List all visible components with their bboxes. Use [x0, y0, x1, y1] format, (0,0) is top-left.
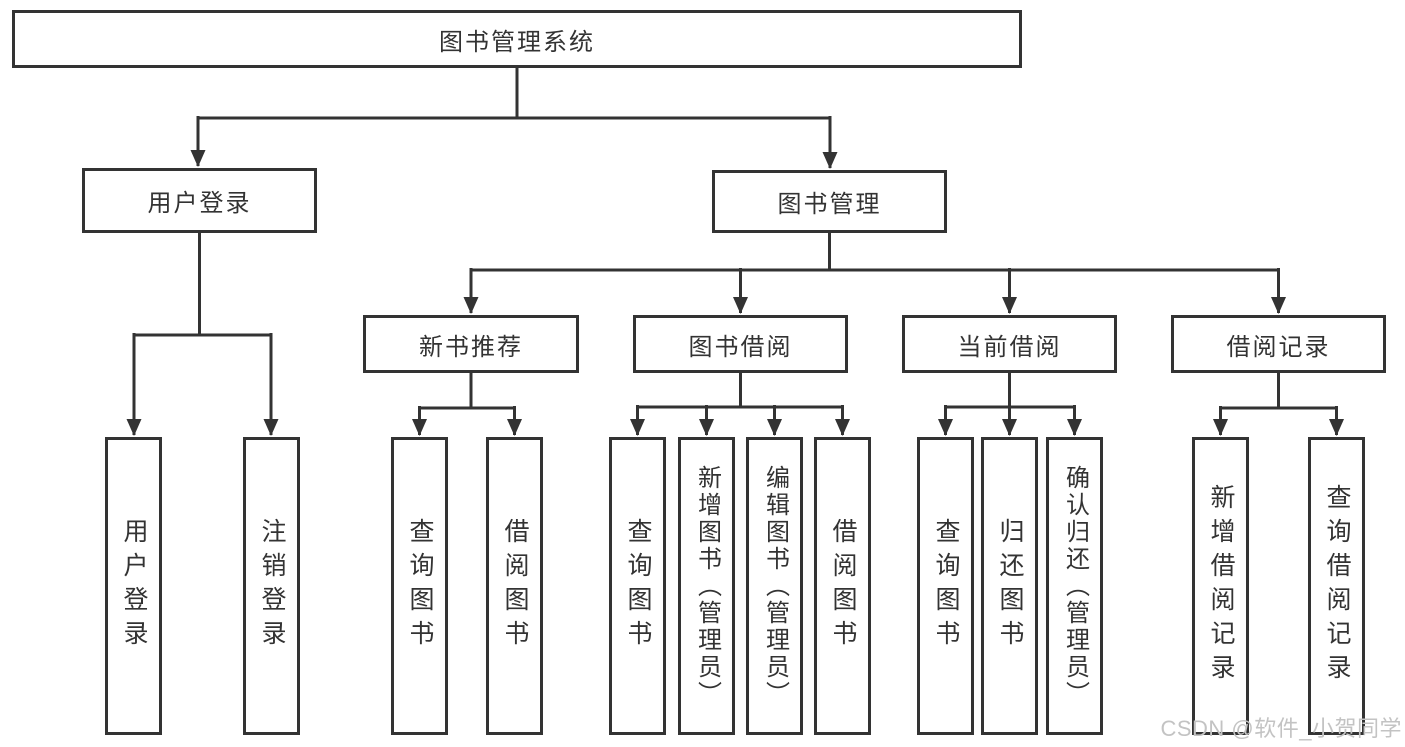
- bus-user-login: [134, 233, 271, 337]
- leaf-nb-borrow-books: 借阅图书: [486, 437, 543, 735]
- bus-new-books: [419, 373, 515, 410]
- leaf-bb-edit-books-admin: 编辑图书（管理员）: [746, 437, 803, 735]
- node-borrow-records: 借阅记录: [1171, 315, 1386, 373]
- node-book-management: 图书管理: [712, 170, 947, 233]
- leaf-br-query-record: 查询借阅记录: [1308, 437, 1365, 735]
- bus-borrow-records: [1220, 373, 1337, 410]
- leaf-bb-borrow-books: 借阅图书: [814, 437, 871, 735]
- leaf-br-add-record: 新增借阅记录: [1192, 437, 1249, 735]
- leaf-cb-query-books: 查询图书: [917, 437, 974, 735]
- leaf-cb-return-books: 归还图书: [981, 437, 1038, 735]
- watermark: CSDN @软件_小贺同学: [1160, 716, 1402, 741]
- node-library-system: 图书管理系统: [12, 10, 1022, 68]
- leaf-logout: 注销登录: [243, 437, 300, 735]
- bus-root: [198, 68, 830, 120]
- leaf-cb-confirm-return-admin: 确认归还（管理员）: [1046, 437, 1103, 735]
- node-book-borrow: 图书借阅: [633, 315, 848, 373]
- leaf-bb-query-books: 查询图书: [609, 437, 666, 735]
- bus-book-borrow: [637, 373, 843, 409]
- node-user-login: 用户登录: [82, 168, 317, 233]
- leaf-user-login: 用户登录: [105, 437, 162, 735]
- node-current-borrow: 当前借阅: [902, 315, 1117, 373]
- leaf-nb-query-books: 查询图书: [391, 437, 448, 735]
- node-new-book-recommend: 新书推荐: [363, 315, 579, 373]
- bus-book-mgmt: [471, 233, 1279, 272]
- bus-current-borrow: [945, 373, 1075, 409]
- leaf-bb-add-books-admin: 新增图书（管理员）: [678, 437, 735, 735]
